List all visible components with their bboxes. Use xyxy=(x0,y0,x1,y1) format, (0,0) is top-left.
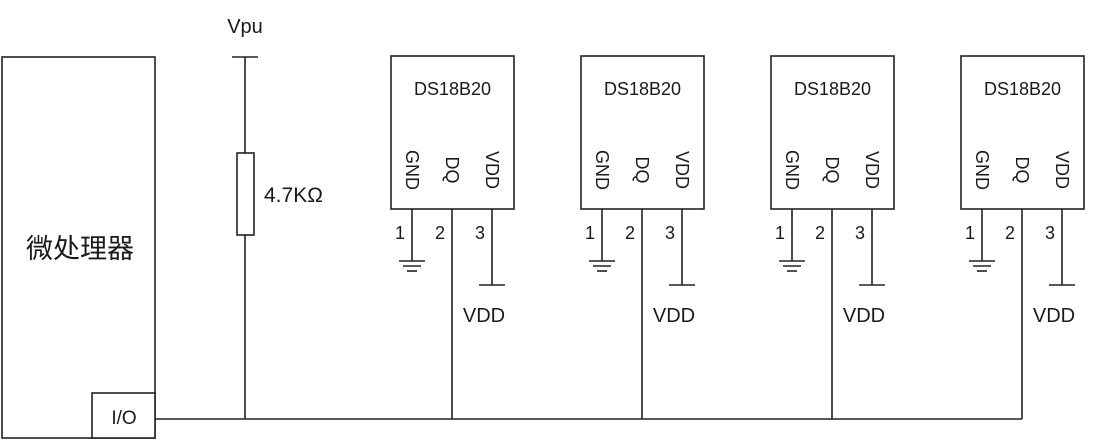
pin-number: 2 xyxy=(815,223,825,243)
vdd-supply-icon xyxy=(1049,209,1075,286)
pin-label-gnd: GND xyxy=(592,150,612,190)
vdd-supply-icon xyxy=(669,209,695,286)
pin-label-dq: DQ xyxy=(822,157,842,184)
pin-number: 1 xyxy=(965,223,975,243)
sensor-group: DS18B20GND1DQ2VDD3VDDDS18B20GND1DQ2VDD3V… xyxy=(390,55,1085,419)
pin-number: 1 xyxy=(395,223,405,243)
pin-number: 2 xyxy=(1005,223,1015,243)
sensor-name: DS18B20 xyxy=(984,79,1061,99)
pin-label-dq: DQ xyxy=(632,157,652,184)
ground-icon xyxy=(399,209,425,272)
sensor-box xyxy=(390,55,515,210)
vdd-label: VDD xyxy=(653,305,695,327)
pin-label-vdd: VDD xyxy=(482,151,502,189)
microprocessor-box xyxy=(1,56,156,439)
vdd-supply-icon xyxy=(859,209,885,286)
sensor-box xyxy=(960,55,1085,210)
pin-label-dq: DQ xyxy=(442,157,462,184)
pin-label-gnd: GND xyxy=(972,150,992,190)
ground-icon xyxy=(779,209,805,272)
vdd-label: VDD xyxy=(463,305,505,327)
microprocessor-label: 微处理器 xyxy=(26,234,134,264)
ground-icon xyxy=(969,209,995,272)
io-port-label: I/O xyxy=(111,408,136,429)
io-port-box xyxy=(91,392,156,439)
sensor-box xyxy=(580,55,705,210)
vdd-supply-icon xyxy=(479,209,505,286)
pin-number: 2 xyxy=(625,223,635,243)
pin-label-vdd: VDD xyxy=(862,151,882,189)
vdd-label: VDD xyxy=(1033,305,1075,327)
resistor-icon xyxy=(236,152,255,236)
vdd-label: VDD xyxy=(843,305,885,327)
pin-label-gnd: GND xyxy=(782,150,802,190)
resistor-value-label: 4.7KΩ xyxy=(264,184,323,207)
pin-label-vdd: VDD xyxy=(1052,151,1072,189)
pin-number: 3 xyxy=(1045,223,1055,243)
sensor-box xyxy=(770,55,895,210)
pullup-resistor-network: Vpu 4.7KΩ xyxy=(227,16,323,419)
sensor-name: DS18B20 xyxy=(794,79,871,99)
pin-number: 2 xyxy=(435,223,445,243)
pin-number: 3 xyxy=(665,223,675,243)
pin-label-vdd: VDD xyxy=(672,151,692,189)
pin-number: 1 xyxy=(585,223,595,243)
pin-number: 3 xyxy=(475,223,485,243)
sensor-name: DS18B20 xyxy=(414,79,491,99)
vpu-label: Vpu xyxy=(227,16,263,38)
sensor-name: DS18B20 xyxy=(604,79,681,99)
pin-label-gnd: GND xyxy=(402,150,422,190)
ground-icon xyxy=(589,209,615,272)
pin-number: 3 xyxy=(855,223,865,243)
microprocessor: 微处理器 I/O xyxy=(1,56,156,439)
pin-number: 1 xyxy=(775,223,785,243)
pin-label-dq: DQ xyxy=(1012,157,1032,184)
